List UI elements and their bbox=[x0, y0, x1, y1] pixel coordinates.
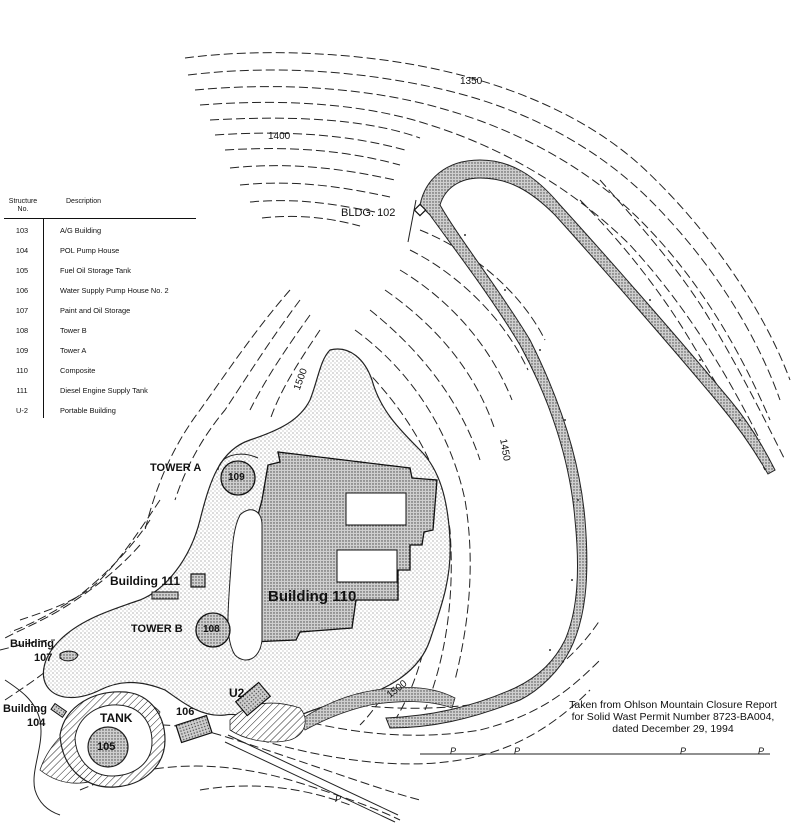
label-building-104-line2: 104 bbox=[27, 717, 46, 729]
pipeline-marker-2: P bbox=[514, 746, 521, 756]
label-tank: TANK bbox=[100, 711, 133, 725]
building-102[interactable] bbox=[413, 203, 427, 217]
label-building-107-line1: Building bbox=[10, 638, 54, 650]
contour-label-1400: 1400 bbox=[268, 131, 291, 142]
legend-row: 109 Tower A bbox=[4, 339, 196, 359]
legend-divider bbox=[43, 218, 45, 418]
building-110-courtyard-1 bbox=[345, 492, 407, 526]
building-106[interactable] bbox=[175, 714, 213, 744]
caption-line-1: Taken from Ohlson Mountain Closure Repor… bbox=[569, 699, 777, 711]
label-tank-number: 105 bbox=[97, 741, 116, 753]
legend-row-number: 110 bbox=[16, 366, 28, 375]
legend-row: U-2 Portable Building bbox=[4, 399, 196, 419]
legend-row-description: Paint and Oil Storage bbox=[60, 306, 131, 315]
legend-row-description: POL Pump House bbox=[60, 246, 120, 255]
tower-a-109[interactable] bbox=[220, 460, 256, 496]
label-building-111: Building 111 bbox=[110, 574, 181, 588]
label-building-110: Building 110 bbox=[268, 588, 357, 605]
legend-row-number: 104 bbox=[15, 246, 29, 255]
drive-area bbox=[227, 509, 263, 661]
lower-road bbox=[299, 687, 456, 731]
building-104[interactable] bbox=[50, 702, 68, 718]
road-edge-marks bbox=[464, 234, 741, 651]
source-caption: Taken from Ohlson Mountain Closure Repor… bbox=[548, 699, 798, 735]
legend-row: 107 Paint and Oil Storage bbox=[4, 299, 196, 319]
label-building-106: 106 bbox=[176, 706, 195, 718]
legend-row-number: 109 bbox=[15, 346, 29, 355]
legend-row-description: Fuel Oil Storage Tank bbox=[60, 266, 131, 275]
contour-label-1350: 1350 bbox=[460, 76, 483, 87]
building-110-courtyard-2 bbox=[336, 549, 398, 583]
tower-b-108[interactable] bbox=[195, 612, 231, 648]
legend-row: 111 Diesel Engine Supply Tank bbox=[4, 379, 196, 399]
tank-105[interactable] bbox=[87, 726, 129, 768]
building-111[interactable] bbox=[190, 573, 206, 588]
legend-row: 110 Composite bbox=[4, 359, 196, 379]
legend-row-description: Diesel Engine Supply Tank bbox=[60, 386, 148, 395]
building-107[interactable] bbox=[59, 650, 79, 662]
access-road bbox=[385, 159, 776, 729]
legend-row-description: Tower B bbox=[60, 326, 87, 335]
building-111-pad bbox=[151, 591, 179, 600]
lower-left-terrain bbox=[4, 679, 61, 816]
legend-row-description: Portable Building bbox=[60, 406, 116, 415]
legend-row-number: 107 bbox=[15, 306, 29, 315]
pipeline-marker-1: P bbox=[450, 746, 457, 756]
label-tower-a-number: 109 bbox=[228, 472, 245, 483]
legend-row-description: Water Supply Pump House No. 2 bbox=[60, 286, 169, 295]
label-building-107-line2: 107 bbox=[34, 652, 53, 664]
legend-row-description: Tower A bbox=[60, 346, 87, 355]
legend-row-number: 105 bbox=[15, 266, 29, 275]
label-building-104-line1: Building bbox=[3, 703, 47, 715]
pipeline-marker-4: P bbox=[758, 746, 765, 756]
legend-row-description: A/G Building bbox=[60, 226, 102, 235]
label-tower-b: TOWER B bbox=[131, 623, 183, 635]
legend-row: 106 Water Supply Pump House No. 2 bbox=[4, 279, 196, 299]
label-tower-b-number: 108 bbox=[203, 624, 220, 635]
legend-row-description: Composite bbox=[60, 366, 96, 375]
label-u2: U2 bbox=[229, 686, 245, 700]
legend-row-number: U-2 bbox=[16, 406, 28, 415]
legend-header-description: Description bbox=[66, 198, 102, 205]
structure-legend: Structure No. Description 103 A/G Buildin… bbox=[4, 196, 196, 419]
legend-header-number: Structure No. bbox=[8, 198, 38, 213]
label-bldg-102: BLDG. 102 bbox=[341, 207, 396, 219]
legend-row: 103 A/G Building bbox=[4, 219, 196, 239]
legend-row-number: 106 bbox=[15, 286, 29, 295]
legend-row: 104 POL Pump House bbox=[4, 239, 196, 259]
legend-row: 105 Fuel Oil Storage Tank bbox=[4, 259, 196, 279]
legend-rows: 103 A/G Building 104 POL Pump House 105 Fuel … bbox=[4, 219, 196, 419]
legend-row: 108 Tower B bbox=[4, 319, 196, 339]
legend-row-number: 108 bbox=[15, 326, 29, 335]
legend-row-number: 111 bbox=[16, 386, 28, 395]
pipeline-marker-5: P bbox=[335, 794, 342, 804]
pipeline-marker-3: P bbox=[680, 746, 687, 756]
caption-line-2: for Solid Wast Permit Number 8723-BA004, bbox=[571, 711, 775, 723]
label-tower-a: TOWER A bbox=[150, 462, 202, 474]
caption-line-3: dated December 29, 1994 bbox=[612, 723, 734, 735]
pipeline bbox=[224, 734, 770, 823]
building-u2[interactable] bbox=[234, 681, 272, 717]
legend-row-number: 103 bbox=[15, 226, 29, 235]
legend-header: Structure No. Description bbox=[4, 196, 196, 219]
